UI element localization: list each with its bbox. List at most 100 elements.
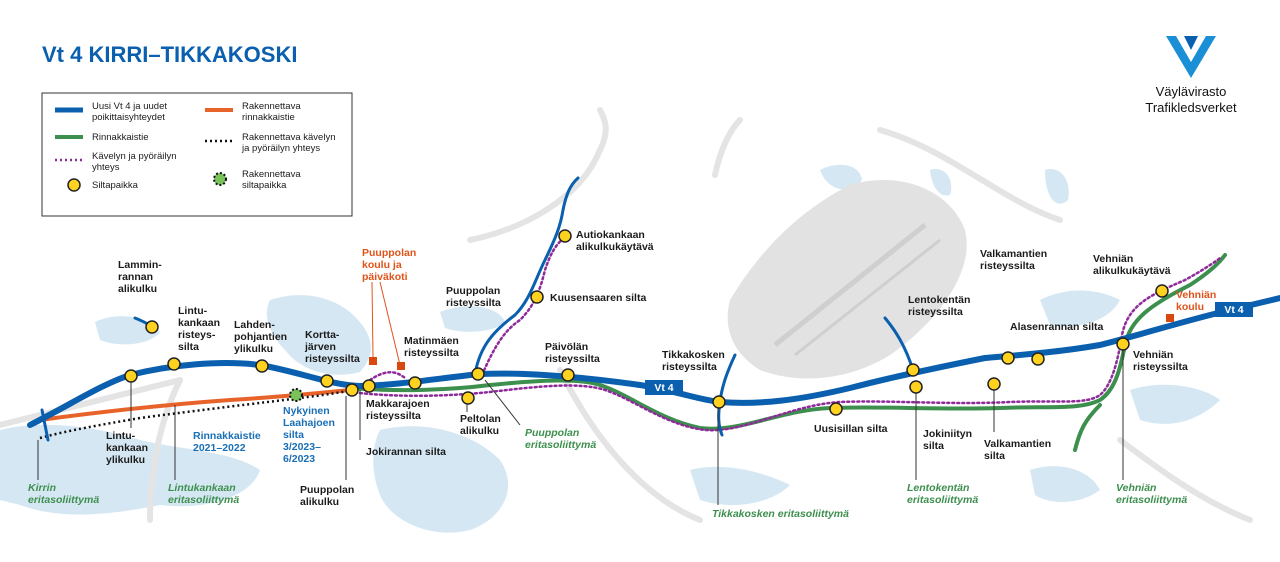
label-kuusensaaren: Kuusensaaren silta [550,292,646,304]
bg-road-6 [557,367,703,523]
label-puuppolan-ris-l2: risteyssilta [446,297,501,309]
bridge-lahdenpohjantien [255,359,269,373]
label-vehnian-eri-l2: eritasoliittymä [1116,494,1187,506]
label-lintukankaan-ris-l4: silta [178,341,199,353]
leader-lines [37,345,1124,505]
label-kirrin: Kirrin eritasoliittymä [28,482,99,506]
label-puuppolan-koulu-l3: päiväkoti [362,271,408,283]
label-valkamantien-silta: Valkamantien silta [984,438,1054,462]
label-jokirannan: Jokirannan silta [366,446,446,458]
label-korttajarven: Kortta- järven risteyssilta [304,329,360,365]
airport-runway [773,223,927,347]
label-vehnian-ris-l1: Vehniän [1133,349,1173,361]
road-badge-2: Vt 4 [1215,302,1253,317]
bridges [124,229,1169,416]
road-badge-1-text: Vt 4 [654,382,673,394]
legend: Uusi Vt 4 ja uudet poikittaisyhteydet Ri… [41,92,353,217]
lake-south-mid [373,426,509,533]
label-nykyinen-l5: 6/2023 [283,453,315,465]
legend-parallel-1: Rinnakkaistie [92,132,149,143]
label-lahdenpohjantien: Lahden- pohjantien ylikulku [234,319,290,355]
label-jokiniityn-l2: silta [923,440,944,452]
bridge-vehnian-ali [1155,284,1169,298]
label-autiokankaan-l2: alikulkukäytävä [576,241,654,253]
label-lintukankaan-eri-l1: Lintukankaan [168,482,236,494]
label-tikkakosken-ris-l2: risteyssilta [662,361,717,373]
label-nykyinen-l2: Laahajoen [283,417,335,429]
road-badge-1-bg [645,380,683,395]
label-puuppolan-koulu-l2: koulu ja [362,259,402,271]
label-vehnian-ris-l2: risteyssilta [1133,361,1188,373]
legend-new-road-1: Uusi Vt 4 ja uudet [92,101,167,112]
bridge-paivolan [561,368,575,382]
label-nykyinen: Nykyinen Laahajoen silta 3/2023– 6/2023 [283,405,338,465]
airport-area [727,180,967,379]
label-lamminrannan-l1: Lammin- [118,259,162,271]
bridge-lintukankaan-ris [167,357,181,371]
legend-planned-parallel-1: Rakennettava [242,101,301,112]
label-lintukankaan-ris: Lintu- kankaan risteys- silta [178,305,223,353]
label-matinmaen-l1: Matinmäen [404,335,459,347]
school-marker-vehnia [1166,314,1174,322]
legend-box [41,92,353,217]
legend-planned-bridge-1: Rakennettava [242,169,301,180]
airport-ground [727,180,967,379]
parallel-road-main [348,253,1227,431]
bg-road-7 [147,377,183,523]
legend-planned-walk-2: ja pyöräilyn yhteys [241,143,320,154]
label-korttajarven-l1: Kortta- [305,329,340,341]
lake-southeast [1030,466,1100,502]
road-badge-2-text: Vt 4 [1224,304,1243,316]
label-peltolan: Peltolan alikulku [460,413,504,437]
label-puuppolan-ali-l1: Puuppolan [300,484,354,496]
label-alasenrannan: Alasenrannan silta [1010,321,1104,333]
label-vehnian-ali-l1: Vehniän [1093,253,1133,265]
label-nykyinen-l1: Nykyinen [283,405,330,417]
page-title: Vt 4 KIRRI–TIKKAKOSKI [42,42,297,67]
bridge-valkamantien-ris [1001,351,1015,365]
vt4-cross-tikkakoski [718,353,737,404]
label-vehnian-koulu-l2: koulu [1176,301,1204,313]
lake-east-2 [1130,384,1220,424]
label-lintukankaan-ris-l2: kankaan [178,317,220,329]
label-lentokentan-ris-l1: Lentokentän [908,294,970,306]
legend-planned-parallel-2: rinnakkaistie [242,112,295,123]
label-puuppolan-ris: Puuppolan risteyssilta [446,285,503,309]
label-makkarajoen: Makkarajoen risteyssilta [366,398,433,422]
lake-north-2 [1045,169,1069,204]
background-roads [0,107,1253,523]
label-lentokentan-eri-l1: Lentokentän [907,482,969,494]
bridge-vehnian-ris [1116,337,1130,351]
logo-line2: Trafikledsverket [1145,100,1237,115]
label-vehnian-ali-l2: alikulkukäytävä [1093,265,1171,277]
bridge-kuusensaaren [530,290,544,304]
bridge-puuppolan-ris [471,367,485,381]
label-lintukankaan-eri: Lintukankaan eritasoliittymä [168,482,239,506]
lake-laahajoki [266,295,371,375]
logo-mark [1166,36,1216,78]
bg-road-4 [877,127,1063,223]
logo-line1: Väylävirasto [1156,84,1227,99]
label-korttajarven-l2: järven [304,341,336,353]
legend-planned-walk-1: Rakennettava kävelyn [242,132,335,143]
label-lahdenpohjantien-l3: ylikulku [234,343,273,355]
lake-north-3 [930,169,952,196]
label-lentokentan-eri-l2: eritasoliittymä [907,494,978,506]
label-valkamantien-ris: Valkamantien risteyssilta [980,248,1050,272]
lake-north-1 [820,164,862,190]
bridge-korttajarven [320,374,334,388]
label-rinnakkaistie-l1: Rinnakkaistie [193,430,261,442]
label-nykyinen-l4: 3/2023– [283,441,321,453]
label-lentokentan-ris-l2: risteyssilta [908,306,963,318]
vaylavirasto-logo: Väylävirasto Trafikledsverket [1145,36,1237,115]
walk-path-matinmaki [368,371,407,382]
parallel-roads [348,253,1227,452]
bg-road-1 [0,377,183,428]
label-valkamantien-silta-l1: Valkamantien [984,438,1051,450]
logo-mark-inner [1184,36,1198,50]
bridge-puuppolan-ali [345,383,359,397]
label-lintukankaan-yli-l3: ylikulku [106,454,145,466]
label-kirrin-l1: Kirrin [28,482,56,494]
label-puuppolan-ali-l2: alikulku [300,496,339,508]
label-valkamantien-ris-l2: risteyssilta [980,260,1035,272]
